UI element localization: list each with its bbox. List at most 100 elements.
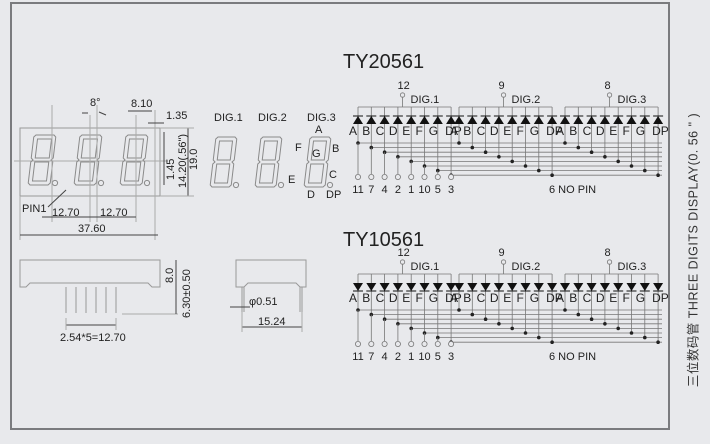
digit-lower-hole [123,161,142,182]
pin-terminal [368,340,375,347]
led-diode-icon [432,116,443,124]
digit-lower-hole [258,163,276,184]
dim-total-height: 19.0 [188,149,200,170]
decimal-point [143,179,151,187]
front-view [14,105,194,240]
common-digit-label: DIG.1 [411,261,440,273]
pin-terminal [421,173,428,180]
segment-label: A [349,124,357,138]
common-terminal [399,92,406,98]
segment-label: G [429,291,438,305]
digit [254,136,285,189]
dim-digit-width: 8.10 [131,98,152,110]
pin-number: 3 [448,184,454,196]
common-terminal [500,92,507,98]
digit-lower-hole [213,163,231,184]
segment-label: G [429,124,438,138]
junction-dot [616,159,620,164]
segment-label: C [477,291,486,305]
led-diode-icon [480,116,491,124]
seg-label-c: C [329,169,337,181]
junction-dot [589,150,594,154]
junction-dot [537,168,541,173]
junction-dot [629,164,634,168]
segment-label: D [596,124,605,138]
junction-dot [643,168,647,173]
common-digit-label: DIG.1 [411,94,440,106]
digit-upper-hole [310,140,328,161]
led-diode-icon [599,116,610,124]
common-digit-label: DIG.2 [512,261,541,273]
led-diode-icon [446,283,457,291]
segment-label: D [490,124,499,138]
segment-label: DP [546,291,563,305]
segment-label: DP [445,291,462,305]
led-diode-icon [520,116,531,124]
common-pin-number: 8 [605,247,611,259]
title-ty20561: TY20561 [343,51,424,73]
segment-label: C [583,291,592,305]
pin-number: 4 [382,351,388,363]
segment-label: E [402,291,410,305]
led-diode-icon [653,283,664,291]
junction-dot [550,173,554,177]
pin-terminal [448,340,455,347]
drawing-frame [10,2,670,430]
junction-dot [457,308,461,312]
segment-label: A [556,291,564,305]
digit-upper-hole [34,138,53,159]
pin1-label: PIN1 [22,203,46,215]
segment-label: C [376,291,385,305]
pin-number: 7 [368,351,374,363]
dim-total-width: 37.60 [78,223,106,235]
led-diode-icon [560,116,570,124]
pin-terminal [448,173,455,180]
no-pin-note: 6 NO PIN [549,351,596,363]
common-digit-label: DIG.3 [618,261,647,273]
segment-label: G [530,291,539,305]
segment-label: F [416,291,423,305]
led-diode-icon [613,283,624,291]
side-label: 三位数码管 THREE DIGITS DISPLAY(0. 56 " ) [677,60,707,440]
junction-dot [563,308,567,312]
junction-dot [643,335,647,340]
junction-dot [483,150,488,154]
led-diode-icon [353,283,363,291]
segment-label: B [569,124,577,138]
title-ty10561: TY10561 [343,229,424,251]
segment-label: E [402,124,410,138]
segment-label: F [623,124,630,138]
junction-dot [457,141,461,145]
junction-dot [576,312,581,317]
led-diode-icon [547,116,558,124]
segment-label: A [556,124,564,138]
segment-label: G [530,124,539,138]
led-diode-icon [353,116,363,124]
led-diode-icon [392,283,403,291]
pin-terminal [394,340,401,347]
decimal-point [51,179,59,187]
segment-label: DP [445,124,462,138]
led-diode-icon [547,283,558,291]
common-pin-number: 12 [398,80,410,92]
pin-number: 5 [435,184,441,196]
pin-number: 1 [408,351,414,363]
digit-label-3: DIG.3 [307,112,336,124]
junction-dot [523,331,528,335]
led-diode-icon [586,283,597,291]
common-pin-number: 8 [605,80,611,92]
pin-terminal [368,173,375,180]
pin-terminal [434,340,441,347]
front-digit [119,134,151,187]
digit-outline [209,136,238,188]
seg-label-f: F [295,142,302,154]
junction-dot [523,164,528,168]
segment-label: B [362,291,370,305]
pin-number: 2 [395,351,401,363]
segment-label: E [503,291,511,305]
digit-outline [119,134,149,186]
junction-dot [510,159,514,164]
